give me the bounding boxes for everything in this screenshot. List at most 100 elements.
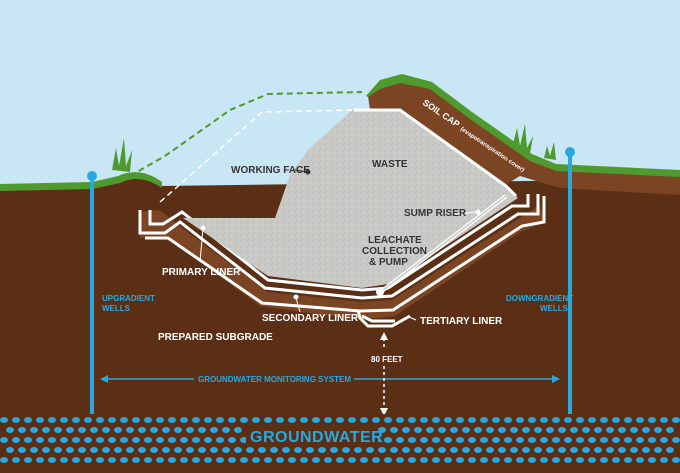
groundwater-dot <box>672 457 680 463</box>
groundwater-dot <box>162 447 170 453</box>
groundwater-dot <box>222 447 230 453</box>
groundwater-dot <box>138 427 146 433</box>
groundwater-dot <box>600 457 608 463</box>
groundwater-dot <box>504 437 512 443</box>
groundwater-dot <box>240 417 248 423</box>
groundwater-dot <box>576 437 584 443</box>
groundwater-dot <box>444 457 452 463</box>
groundwater-dot <box>660 437 668 443</box>
groundwater-dot <box>654 447 662 453</box>
groundwater-dot <box>108 457 116 463</box>
groundwater-dot <box>588 417 596 423</box>
groundwater-dot <box>60 457 68 463</box>
groundwater-dot <box>648 457 656 463</box>
groundwater-dot <box>618 447 626 453</box>
groundwater-dot <box>300 457 308 463</box>
label-upgradient-1: UPGRADIENT <box>102 294 155 303</box>
grass-strip-left <box>0 172 162 191</box>
groundwater-dot <box>402 427 410 433</box>
groundwater-dot <box>462 427 470 433</box>
groundwater-dot <box>480 437 488 443</box>
groundwater-dot <box>432 457 440 463</box>
groundwater-dot <box>24 437 32 443</box>
groundwater-dot <box>210 427 218 433</box>
groundwater-dot <box>510 447 518 453</box>
groundwater-dot <box>330 447 338 453</box>
groundwater-dot <box>360 417 368 423</box>
groundwater-dot <box>630 447 638 453</box>
groundwater-dot <box>552 417 560 423</box>
groundwater-dot <box>426 427 434 433</box>
label-groundwater: GROUNDWATER <box>250 429 383 446</box>
label-working-face: WORKING FACE <box>231 165 310 176</box>
groundwater-dot <box>84 437 92 443</box>
groundwater-dot <box>576 417 584 423</box>
groundwater-dot <box>42 447 50 453</box>
groundwater-dot <box>444 417 452 423</box>
groundwater-dot <box>636 437 644 443</box>
groundwater-dot <box>612 457 620 463</box>
groundwater-dot <box>126 447 134 453</box>
depth-arrow <box>380 332 388 416</box>
groundwater-dot <box>396 437 404 443</box>
groundwater-dot <box>540 457 548 463</box>
groundwater-dot <box>522 447 530 453</box>
groundwater-dot <box>186 447 194 453</box>
groundwater-dot <box>624 437 632 443</box>
groundwater-dot <box>288 457 296 463</box>
groundwater-dot <box>54 427 62 433</box>
groundwater-dot <box>150 447 158 453</box>
groundwater-dot <box>72 457 80 463</box>
groundwater-dot <box>342 447 350 453</box>
groundwater-dot <box>114 427 122 433</box>
soil-ground <box>0 177 680 473</box>
groundwater-dot <box>228 457 236 463</box>
leachate-pump <box>376 288 384 296</box>
label-secondary-liner: SECONDARY LINER <box>262 313 359 324</box>
groundwater-dot <box>168 417 176 423</box>
groundwater-dot <box>588 437 596 443</box>
groundwater-dot <box>390 427 398 433</box>
groundwater-dot <box>216 457 224 463</box>
groundwater-dot <box>258 447 266 453</box>
groundwater-dot <box>174 427 182 433</box>
groundwater-dot <box>198 447 206 453</box>
groundwater-dot <box>414 447 422 453</box>
groundwater-dot <box>12 437 20 443</box>
groundwater-dot <box>486 427 494 433</box>
groundwater-dot <box>186 427 194 433</box>
groundwater-dot <box>480 457 488 463</box>
groundwater-dot <box>264 457 272 463</box>
groundwater-dot <box>180 417 188 423</box>
groundwater-dot <box>408 437 416 443</box>
groundwater-dot <box>156 457 164 463</box>
groundwater-dot <box>360 457 368 463</box>
groundwater-dot <box>552 437 560 443</box>
groundwater-dot <box>456 417 464 423</box>
groundwater-dot <box>456 457 464 463</box>
groundwater-dot <box>180 437 188 443</box>
groundwater-dot <box>558 427 566 433</box>
groundwater-dot <box>48 417 56 423</box>
groundwater-dot <box>0 417 8 423</box>
groundwater-dot <box>48 437 56 443</box>
groundwater-dot <box>138 447 146 453</box>
groundwater-dot <box>348 417 356 423</box>
groundwater-dot <box>390 447 398 453</box>
liner-system <box>138 194 546 328</box>
groundwater-dot <box>642 447 650 453</box>
groundwater-dot <box>528 457 536 463</box>
label-leachate-1: LEACHATE <box>368 235 422 246</box>
groundwater-dot <box>480 417 488 423</box>
groundwater-dot <box>486 447 494 453</box>
groundwater-dot <box>468 437 476 443</box>
label-sump-riser: SUMP RISER <box>404 208 467 219</box>
groundwater-dot <box>348 457 356 463</box>
groundwater-dot <box>204 417 212 423</box>
groundwater-dot <box>192 417 200 423</box>
groundwater-dot <box>462 447 470 453</box>
groundwater-dot <box>132 437 140 443</box>
groundwater-dot <box>666 427 674 433</box>
groundwater-dot <box>636 457 644 463</box>
groundwater-dot <box>396 457 404 463</box>
